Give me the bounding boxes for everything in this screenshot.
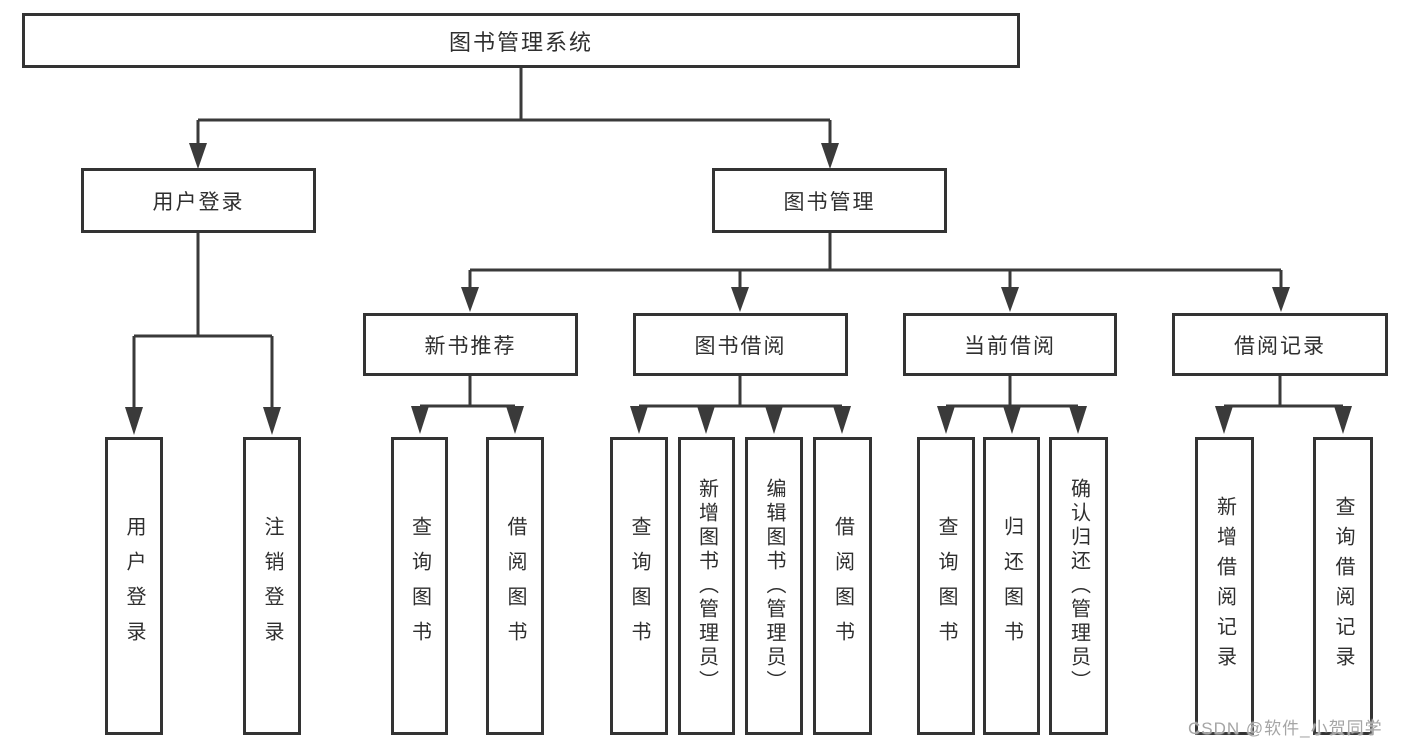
leaf-current-query-book: 查询图书 [917,437,975,735]
leaf-newrec-borrow-book: 借阅图书 [486,437,544,735]
node-label: 图书管理系统 [448,29,593,55]
node-book-management: 图书管理 [712,168,947,233]
leaf-borrow-borrow-book: 借阅图书 [813,437,872,735]
leaf-label: 借阅图书 [831,516,854,656]
leaf-label: 查询图书 [628,516,650,656]
connector-mgmt-to-level3 [461,231,1290,312]
leaf-user-login: 用户登录 [105,437,163,735]
leaf-borrow-add-book-admin: 新增图书（管理员） [678,437,735,735]
leaf-label: 确认归还（管理员） [1067,478,1090,694]
node-library-system-root: 图书管理系统 [22,13,1020,68]
node-borrowing-records: 借阅记录 [1172,313,1388,376]
leaf-current-return-book: 归还图书 [983,437,1040,735]
leaf-label: 借阅图书 [504,516,526,656]
node-label: 当前借阅 [964,334,1056,358]
node-label: 借阅记录 [1234,334,1326,358]
connector-login-to-leaves [125,231,281,435]
leaf-label: 注销登录 [261,516,283,656]
leaf-newrec-query-book: 查询图书 [391,437,448,735]
csdn-watermark: CSDN @软件_小贺同学 [1188,719,1383,738]
node-new-book-recommendation: 新书推荐 [363,313,578,376]
leaf-label: 用户登录 [123,516,145,656]
connector-newrec-to-leaves [411,374,524,434]
node-label: 用户登录 [152,190,245,214]
connector-root-to-level2 [189,66,839,169]
node-book-borrowing: 图书借阅 [633,313,848,376]
node-user-login: 用户登录 [81,168,316,233]
connector-borrow-to-leaves [630,374,851,434]
node-label: 新书推荐 [424,334,517,358]
leaf-label: 新增图书（管理员） [695,478,718,694]
leaf-label: 查询借阅记录 [1332,496,1354,676]
connector-records-to-leaves [1215,374,1352,434]
leaf-borrow-query-book: 查询图书 [610,437,668,735]
leaf-records-query-record: 查询借阅记录 [1313,437,1373,735]
leaf-label: 查询图书 [408,516,431,656]
node-label: 图书借阅 [694,334,787,358]
leaf-logout: 注销登录 [243,437,301,735]
leaf-borrow-edit-book-admin: 编辑图书（管理员） [745,437,803,735]
connector-current-to-leaves [937,374,1087,434]
leaf-label: 查询图书 [935,516,957,656]
node-current-borrowing: 当前借阅 [903,313,1117,376]
leaf-records-add-record: 新增借阅记录 [1195,437,1254,735]
leaf-label: 编辑图书（管理员） [763,478,785,694]
node-label: 图书管理 [783,190,876,214]
leaf-label: 归还图书 [1000,516,1023,656]
leaf-current-confirm-return-admin: 确认归还（管理员） [1049,437,1108,735]
leaf-label: 新增借阅记录 [1213,496,1236,676]
